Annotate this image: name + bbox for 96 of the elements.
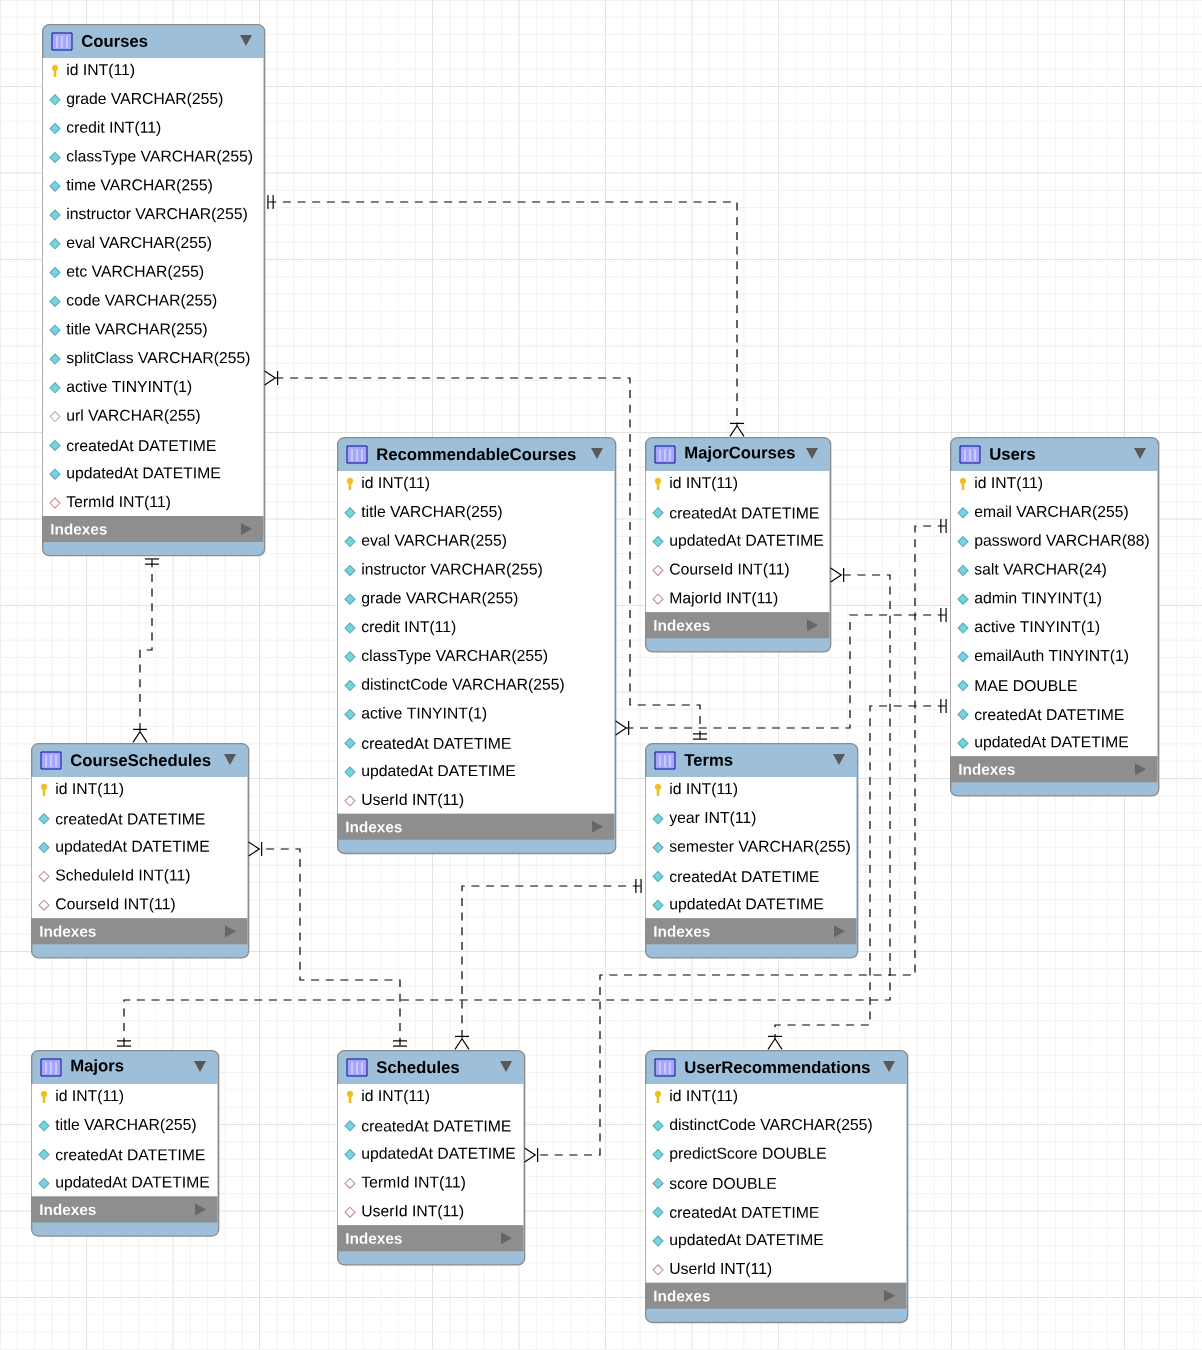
column-text: title VARCHAR(255) [361,505,502,521]
column-text: active TINYINT(1) [66,380,192,396]
table-title: MajorCourses [685,446,795,462]
indexes-label: Indexes [654,1290,710,1302]
column-text: createdAt DATETIME [669,507,819,519]
column-text: classType VARCHAR(255) [66,150,253,165]
column-text: credit INT(11) [66,121,161,136]
indexes-label: Indexes [654,619,710,631]
column-text: createdAt DATETIME [669,1206,819,1218]
column-text: MAE DOUBLE [975,680,1077,692]
column-text: password VARCHAR(88) [975,534,1149,549]
column-text: email VARCHAR(255) [974,505,1128,521]
relationship-line [116,567,891,1047]
table-title: CourseSchedules [70,753,211,767]
column-text: updatedAt DATETIME [670,897,824,913]
column-text: id INT(11) [56,782,124,798]
column-text: eval VARCHAR(255) [361,534,506,549]
indexes-label: Indexes [40,1203,96,1216]
column-text: year INT(11) [669,811,756,827]
column-text: grade VARCHAR(255) [361,591,518,607]
column-text: createdAt DATETIME [974,708,1124,721]
table-title: Courses [81,35,148,47]
column-text: UserId INT(11) [670,1262,772,1278]
relationship-line [454,878,642,1050]
table-title: Schedules [376,1060,459,1074]
column-text: splitClass VARCHAR(255) [66,351,250,367]
indexes-label: Indexes [346,821,402,833]
column-text: updatedAt DATETIME [56,840,210,855]
table-title: UserRecommendations [685,1060,870,1074]
column-text: UserId INT(11) [362,793,464,809]
column-text: credit INT(11) [361,620,456,636]
column-text: TermId INT(11) [361,1176,465,1191]
column-text: createdAt DATETIME [66,439,216,452]
relationship-line [248,841,408,1047]
column-text: salt VARCHAR(24) [974,563,1106,578]
indexes-label: Indexes [959,763,1015,775]
column-text: title VARCHAR(255) [55,1118,196,1134]
column-text: distinctCode VARCHAR(255) [361,678,564,693]
table-title: Majors [71,1059,124,1075]
column-text: eval VARCHAR(255) [66,236,211,252]
column-text: id INT(11) [670,476,738,492]
column-text: id INT(11) [362,1089,430,1105]
column-text: createdAt DATETIME [55,1148,205,1161]
relationship-line [267,194,745,437]
table-title: Terms [684,754,733,766]
column-text: id INT(11) [975,476,1043,492]
column-text: id INT(11) [56,1089,124,1105]
indexes-label: Indexes [346,1232,402,1244]
column-text: MajorId INT(11) [670,591,778,607]
column-text: createdAt DATETIME [669,870,819,883]
column-text: admin TINYINT(1) [974,591,1101,607]
column-text: updatedAt DATETIME [362,1147,516,1162]
table-title: Users [990,448,1035,460]
relationship-line [615,607,947,736]
column-text: semester VARCHAR(255) [669,840,850,855]
column-text: emailAuth TINYINT(1) [974,649,1128,665]
column-text: id INT(11) [670,1089,738,1105]
column-text: title VARCHAR(255) [66,322,207,338]
column-text: CourseId INT(11) [56,897,175,913]
column-text: ScheduleId INT(11) [56,869,190,884]
relationship-line [264,370,708,740]
column-text: instructor VARCHAR(255) [67,207,247,223]
column-text: grade VARCHAR(255) [66,92,223,108]
column-text: predictScore DOUBLE [670,1147,826,1162]
indexes-label: Indexes [40,925,96,937]
column-text: id INT(11) [67,63,135,79]
column-text: createdAt DATETIME [361,737,511,749]
column-text: TermId INT(11) [66,495,170,511]
column-text: score DOUBLE [669,1177,777,1189]
column-text: id INT(11) [670,782,738,798]
column-text: updatedAt DATETIME [670,1233,824,1249]
column-text: time VARCHAR(255) [66,178,212,194]
column-text: updatedAt DATETIME [670,534,824,549]
relationship-line [767,698,947,1050]
column-text: updatedAt DATETIME [362,764,516,780]
indexes-label: Indexes [654,925,710,937]
column-text: CourseId INT(11) [670,563,789,578]
column-text: code VARCHAR(255) [66,294,217,309]
column-text: active TINYINT(1) [361,707,487,722]
column-text: createdAt DATETIME [361,1120,511,1132]
column-text: distinctCode VARCHAR(255) [669,1118,872,1134]
column-text: createdAt DATETIME [55,813,205,825]
column-text: updatedAt DATETIME [67,466,221,482]
column-text: updatedAt DATETIME [56,1176,210,1191]
column-text: updatedAt DATETIME [975,735,1129,751]
column-text: classType VARCHAR(255) [361,649,548,665]
relationship-line [524,518,947,1163]
column-text: id INT(11) [362,476,430,492]
column-text: url VARCHAR(255) [67,409,200,424]
column-text: active TINYINT(1) [974,620,1100,636]
indexes-label: Indexes [51,523,107,535]
column-text: UserId INT(11) [362,1204,464,1220]
column-text: instructor VARCHAR(255) [362,563,542,578]
relationship-line [132,558,160,743]
column-text: etc VARCHAR(255) [66,265,204,280]
table-title: RecommendableCourses [377,447,576,461]
